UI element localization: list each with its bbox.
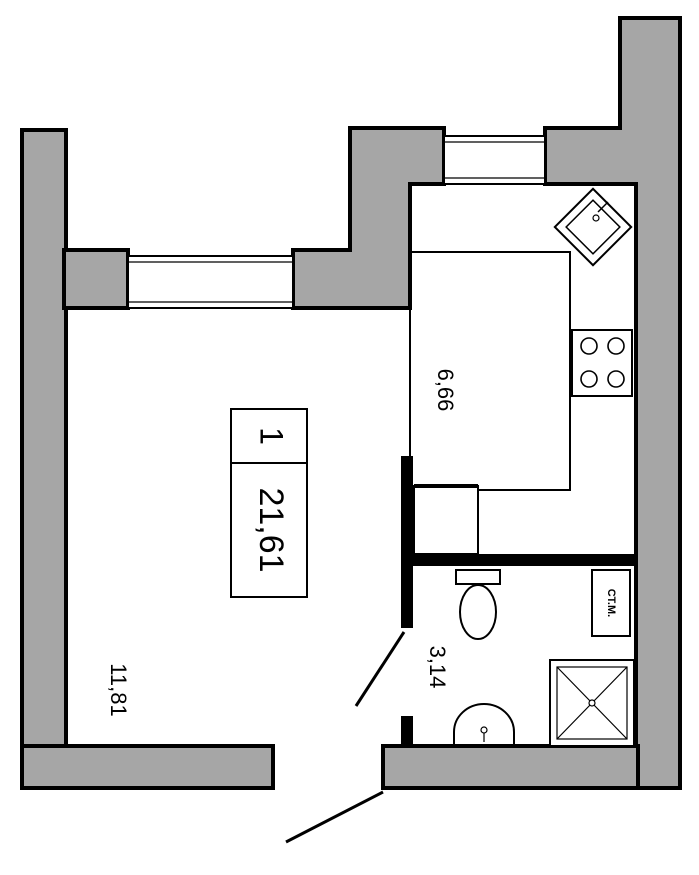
bathroom-area: 3,14 (425, 646, 450, 689)
bathroom-fixtures: СТ.М. (453, 569, 635, 747)
wall-top-right (543, 16, 682, 790)
window-kitchen (443, 135, 546, 185)
living-room-area: 11,81 (106, 663, 131, 716)
total-area: 21,61 (252, 487, 290, 572)
shower-icon (549, 659, 635, 747)
fridge-icon (413, 484, 479, 555)
partition-kitchen-bath (409, 554, 638, 566)
door-entrance (285, 790, 384, 844)
wall-bottom-left (20, 744, 275, 790)
door-bathroom (354, 631, 406, 707)
sink-icon (553, 187, 633, 267)
window-living-room (127, 255, 294, 309)
windows (127, 135, 546, 309)
riser-label: СТ.М. (605, 589, 617, 617)
kitchen-counter (410, 187, 633, 555)
doors (285, 631, 406, 844)
wall-top-left-segment (62, 248, 130, 310)
walls (20, 16, 682, 790)
partitions (401, 184, 638, 748)
riser-box (591, 569, 631, 637)
wall-top-middle (291, 126, 446, 310)
toilet-icon (455, 569, 501, 640)
stove-icon (571, 329, 633, 397)
wall-bottom-right (381, 744, 640, 790)
kitchen-area: 6,66 (433, 369, 458, 412)
apartment-summary: 1 21,61 (230, 408, 308, 598)
partition-bath-stub (401, 716, 413, 748)
rooms-count: 1 (254, 427, 290, 445)
washbasin-icon (453, 703, 515, 746)
wall-left (20, 128, 68, 790)
partition-kitchen-door (401, 456, 413, 628)
